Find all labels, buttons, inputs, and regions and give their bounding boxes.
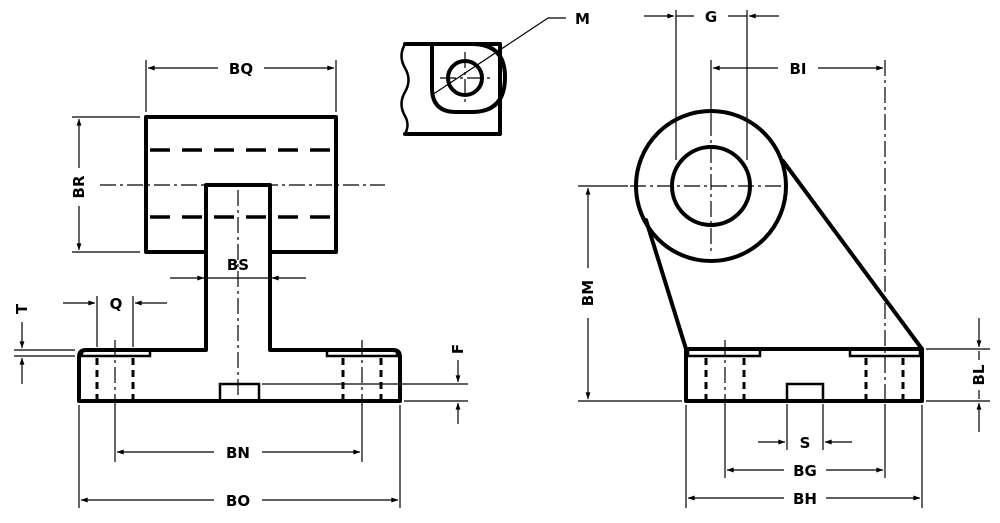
label-bg: BG xyxy=(793,462,817,480)
label-g: G xyxy=(705,8,717,26)
label-m: M xyxy=(575,10,590,28)
label-f: F xyxy=(449,344,467,354)
side-view xyxy=(630,60,924,405)
label-bl: BL xyxy=(970,364,988,385)
front-view xyxy=(77,115,402,405)
label-q: Q xyxy=(110,295,123,313)
front-view-outline xyxy=(77,115,402,403)
label-bh: BH xyxy=(793,490,817,508)
front-view-dimensions xyxy=(14,60,468,508)
detail-m xyxy=(400,17,566,136)
label-bn: BN xyxy=(226,444,250,462)
label-bi: BI xyxy=(789,60,806,78)
label-bo: BO xyxy=(226,492,250,510)
label-bs: BS xyxy=(227,256,249,274)
side-view-dimensions xyxy=(578,10,990,508)
label-s: S xyxy=(800,434,811,452)
label-t: T xyxy=(13,303,31,314)
label-br: BR xyxy=(70,175,88,198)
label-bm: BM xyxy=(579,280,597,306)
dimension-labels: BQ BR BS T Q F BN BO M G BI BM BL S BG B… xyxy=(13,8,988,510)
label-bq: BQ xyxy=(229,60,253,78)
